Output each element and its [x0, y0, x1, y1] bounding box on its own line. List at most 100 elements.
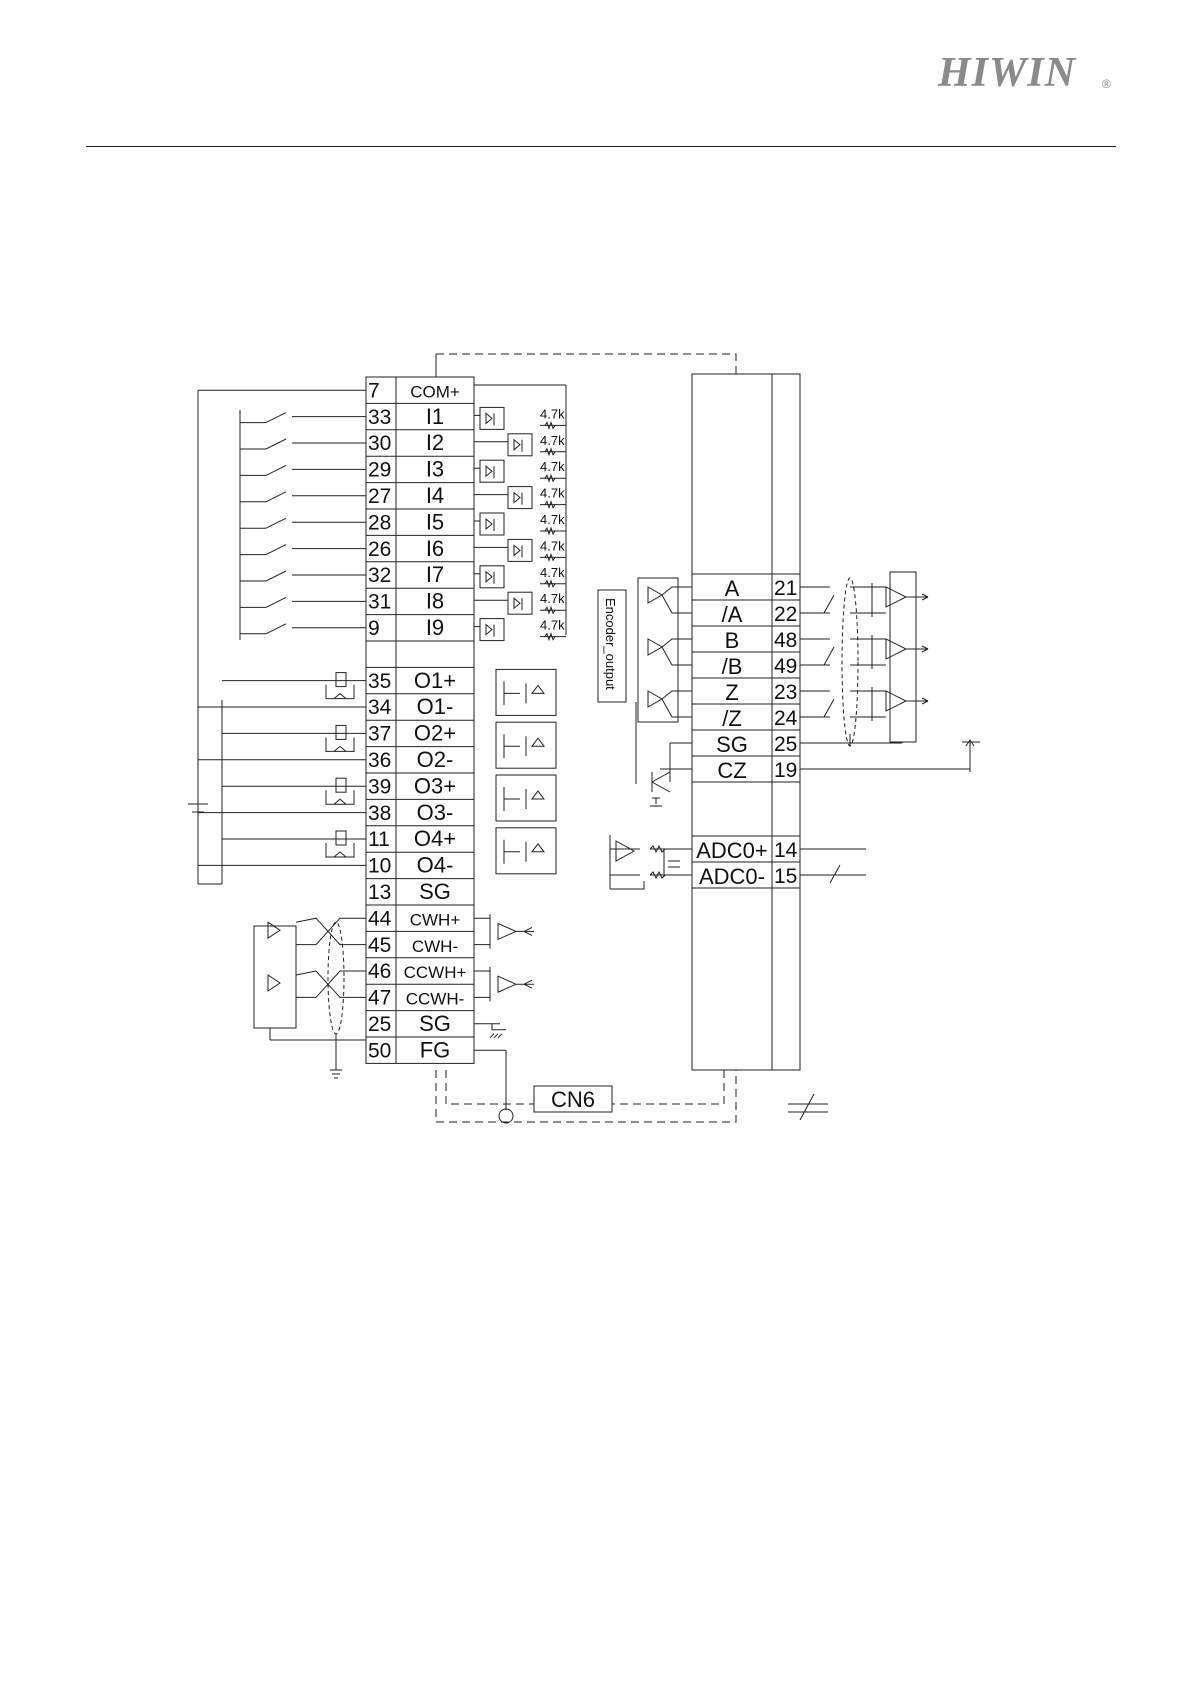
- resistor-4k7: [544, 447, 556, 457]
- cn6-label: CN6: [551, 1087, 595, 1112]
- resistor-4k7: [544, 605, 556, 615]
- left-pin-number: 30: [368, 432, 391, 455]
- encoder-receiver: [850, 635, 929, 669]
- encoder-line-driver: [647, 638, 664, 656]
- encoder-receiver: [850, 583, 929, 617]
- input-optocoupler: [479, 512, 505, 536]
- optocoupler-symbol: [485, 517, 495, 531]
- left-signal-label: O3-: [417, 800, 454, 825]
- left-pin-number: 46: [368, 960, 391, 983]
- encoder-driver-output: [661, 586, 692, 614]
- encoder-driver-output: [661, 690, 692, 718]
- right-connector-frame: [691, 373, 801, 1071]
- resistor-4k7: [544, 526, 556, 536]
- cable-shield: [327, 921, 345, 1035]
- left-pin-number: 38: [368, 802, 391, 825]
- shield-legend: [788, 1093, 828, 1121]
- optocoupler-symbol: [513, 597, 523, 611]
- right-signal-label: ADC0+: [696, 838, 768, 863]
- left-signal-label: FG: [420, 1037, 451, 1062]
- resistor-label: 4.7k: [540, 538, 565, 553]
- logo-text: HIWIN: [937, 50, 1077, 96]
- wire: [265, 491, 287, 503]
- left-signal-label: SG: [419, 1011, 451, 1036]
- left-pin-number: 28: [368, 511, 391, 534]
- left-signal-label: I5: [426, 509, 444, 534]
- encoder-line-driver: [647, 690, 664, 708]
- left-pin-number: 31: [368, 591, 391, 614]
- left-pin-number: 32: [368, 564, 391, 587]
- logo-registered-mark: ®: [1102, 77, 1111, 91]
- right-signal-label: A: [725, 576, 740, 601]
- adc-input-resistors: [649, 844, 666, 880]
- input-optocoupler: [507, 538, 533, 562]
- wiring-lines: [188, 353, 980, 1124]
- optocoupler-symbol: [485, 465, 495, 479]
- output-optocoupler-symbol: [503, 681, 545, 706]
- resistor-4k7: [544, 632, 556, 642]
- cn6-connector-box: [533, 1085, 613, 1113]
- left-signal-label: O3+: [414, 773, 456, 798]
- optocoupler-symbol: [485, 570, 495, 584]
- input-optocoupler: [507, 591, 533, 615]
- twisted-pair: [295, 917, 366, 946]
- line-receiver: [474, 967, 534, 1002]
- left-signal-label: SG: [419, 879, 451, 904]
- right-signal-label: SG: [716, 732, 748, 757]
- hiwin-logo: HIWIN ®: [937, 50, 1111, 96]
- left-signal-label: O4-: [417, 853, 454, 878]
- right-signal-label: /B: [722, 654, 743, 679]
- left-signal-label: CWH+: [410, 910, 461, 929]
- left-signal-label: I2: [426, 430, 444, 455]
- encoder-receiver: [850, 687, 929, 721]
- encoder-output-box: [597, 589, 627, 703]
- left-pin-number: 45: [368, 934, 391, 957]
- right-pin-number: 49: [774, 655, 797, 678]
- resistor-label: 4.7k: [540, 459, 565, 474]
- ground-symbol: [330, 1069, 342, 1079]
- right-signal-label: CZ: [717, 758, 746, 783]
- right-pin-number: 25: [774, 733, 797, 756]
- resistor-label: 4.7k: [540, 512, 565, 527]
- output-optocoupler-box: [495, 774, 557, 822]
- relay-coil: [335, 724, 347, 740]
- left-pin-number: 25: [368, 1013, 391, 1036]
- left-pin-number: 11: [368, 828, 390, 851]
- left-pin-number: 33: [368, 406, 391, 429]
- wire: [265, 464, 287, 476]
- optocoupler-symbol: [485, 412, 495, 426]
- left-signal-label: I3: [426, 457, 444, 482]
- right-signal-label: /A: [722, 602, 743, 627]
- arrow: [523, 926, 533, 936]
- cz-transistor: [650, 771, 671, 807]
- encoder-pair: [800, 690, 835, 718]
- wire: [265, 517, 287, 529]
- line-receiver: [474, 914, 534, 949]
- left-signal-label: CCWH+: [404, 963, 467, 982]
- line-driver: [267, 974, 281, 992]
- output-optocoupler-symbol: [503, 734, 545, 759]
- line-driver: [267, 921, 281, 940]
- input-optocoupler: [479, 406, 505, 430]
- encoder-driver-box: [637, 577, 679, 723]
- encoder-cable-shield: [841, 577, 859, 747]
- input-optocoupler: [507, 433, 533, 457]
- input-optocoupler: [479, 459, 505, 483]
- resistor-label: 4.7k: [540, 433, 565, 448]
- input-optocoupler: [479, 565, 505, 589]
- right-pin-number: 15: [774, 865, 797, 888]
- left-pin-number: 50: [368, 1039, 391, 1062]
- resistor-4k7: [544, 552, 556, 562]
- chassis-ground: [489, 1023, 506, 1039]
- right-signal-label: Z: [725, 680, 738, 705]
- relay-coil: [335, 672, 347, 688]
- resistor-4k7: [544, 473, 556, 483]
- pulse-driver-box: [253, 925, 297, 1029]
- optocoupler-symbol: [485, 623, 495, 637]
- right-pin-number: 21: [774, 577, 797, 600]
- output-optocoupler-symbol: [503, 787, 545, 811]
- resistor-label: 4.7k: [540, 591, 565, 606]
- right-signal-label: /Z: [722, 706, 742, 731]
